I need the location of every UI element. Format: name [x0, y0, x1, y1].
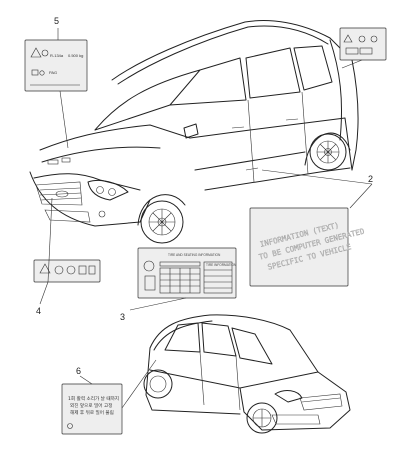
callout-2: 2: [368, 174, 373, 184]
info-label: INFORMATION (TEXT) TO BE COMPUTER GENERA…: [249, 207, 366, 287]
callout-3: 3: [120, 312, 125, 322]
refrigerant-label: R-134a 0.500 kg PAG: [24, 39, 88, 92]
korean-line-2: 외진 앞으로 밀어 고정: [70, 402, 112, 409]
tire-table-header: TIRE INFORMATION: [206, 263, 237, 267]
korean-line-1: 1회 활력 소리가 날 때까지: [68, 395, 119, 402]
korean-line-3: 해제 후 뒤로 밀어 풀림: [70, 409, 114, 416]
oil-type: PAG: [49, 70, 57, 75]
small-car-drawing: [143, 314, 351, 434]
tire-label: TIRE AND SEATING INFORMATION TIRE INFORM…: [137, 247, 237, 299]
engine-icon: [39, 70, 45, 76]
korean-label: 1회 활력 소리가 날 때까지 외진 앞으로 밀어 고정 해제 후 뒤로 밀어 …: [61, 383, 123, 435]
top-right-label: [339, 27, 387, 61]
callout-5: 5: [54, 16, 59, 26]
tire-label-title: TIRE AND SEATING INFORMATION: [168, 253, 221, 257]
main-car-drawing: [29, 20, 359, 244]
refrigerant-type: R-134a: [50, 53, 64, 58]
fan-icon: [41, 49, 49, 57]
leader-lines: [39, 28, 373, 409]
callout-6: 6: [76, 366, 81, 376]
icon-label: [33, 259, 101, 283]
warning-triangle-icon: [30, 47, 42, 58]
callout-4: 4: [36, 306, 41, 316]
manual-book-icon: [31, 69, 39, 76]
refrigerant-weight: 0.500 kg: [68, 53, 83, 58]
